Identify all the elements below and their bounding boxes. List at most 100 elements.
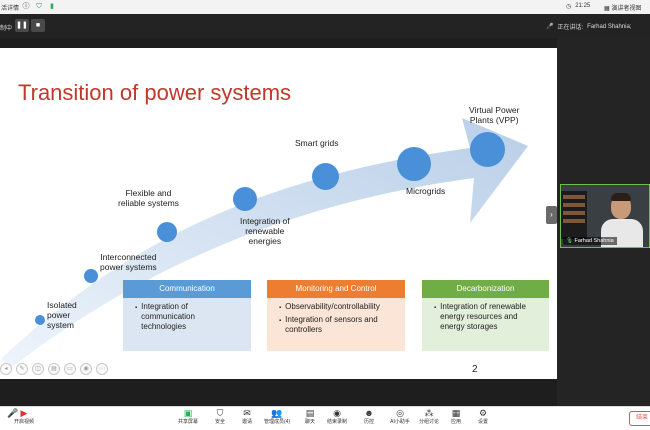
shape-tool-icon[interactable]: ▭	[64, 363, 76, 375]
participant-figure-head	[611, 195, 631, 219]
box-decarbonization: Decarbonization ▪Integration of renewabl…	[422, 280, 549, 351]
stage-label-smart-grids: Smart grids	[295, 138, 339, 148]
stop-icon: ■	[35, 22, 41, 29]
pen-tool-icon[interactable]: ✎	[16, 363, 28, 375]
toolbar-label: 邀请	[241, 419, 252, 425]
toolbar-invite[interactable]: ✉邀请	[234, 408, 260, 430]
end-meeting-button[interactable]: 结束	[629, 411, 650, 426]
toolbar-label: 管理成员(4)	[264, 419, 291, 425]
toolbar-share-screen[interactable]: ▣共享屏幕	[175, 408, 201, 430]
toolbar-stop-recording[interactable]: ◉结束录制	[324, 408, 350, 430]
meeting-time: 21:25	[575, 3, 591, 9]
participant-name-tag: 🎙 Farhad Shahnia	[563, 237, 617, 245]
toolbar-label: 聊天	[304, 419, 315, 425]
toolbar-manage-members[interactable]: 👥管理成员(4)	[264, 408, 290, 430]
toolbar-label: 共享屏幕	[177, 419, 198, 425]
info-icon[interactable]: ⓘ	[22, 3, 30, 10]
speaker-view-label: 演讲者视图	[611, 6, 642, 12]
shield-icon[interactable]: ⛉	[36, 3, 42, 10]
meeting-clock: ◷ 21:25	[566, 3, 590, 10]
slide-title: Transition of power systems	[18, 80, 292, 105]
toolbar-microphone[interactable]: 🎤	[0, 408, 26, 430]
microphone-icon: 🎤	[7, 408, 19, 418]
pause-recording-button[interactable]: ❚❚	[15, 19, 29, 32]
text-tool-icon[interactable]: ▤	[48, 363, 60, 375]
stage-dot-microgrids	[397, 147, 431, 181]
chat-icon: ▤	[305, 408, 315, 418]
toolbar-settings[interactable]: ⚙设置	[470, 408, 496, 430]
participant-name: Farhad Shahnia	[574, 238, 614, 244]
stop-recording-button[interactable]: ■	[31, 19, 45, 32]
toolbar-apps[interactable]: ▦应用	[443, 408, 469, 430]
eraser-tool-icon[interactable]: ◫	[32, 363, 44, 375]
toolbar-start-video[interactable]: ▶开启视频	[11, 408, 37, 430]
ai-assistant-icon: ◎	[396, 408, 404, 418]
box-decarbonization-header: Decarbonization	[422, 280, 549, 298]
box-communication-header: Communication	[123, 280, 251, 298]
participant-figure-hair	[611, 193, 631, 201]
pause-icon: ❚❚	[16, 22, 28, 29]
add-user-icon: ✉	[243, 408, 251, 418]
apps-icon: ▦	[451, 408, 461, 418]
box-monitoring-body: ▪Observability/controllability ▪Integrat…	[267, 298, 405, 351]
toolbar-label: 结束录制	[326, 419, 347, 425]
toolbar-monitor[interactable]: ☻历控	[356, 408, 382, 430]
microphone-icon: 🎙	[566, 238, 573, 244]
slide-annotation-tools: ◂ ✎ ◫ ▤ ▭ ◉ ⋯	[0, 363, 108, 375]
recording-status-label: 制中	[0, 26, 13, 32]
toolbar-label: 分组讨论	[418, 419, 439, 425]
toolbar-label: 安全	[214, 419, 225, 425]
more-tools-icon[interactable]: ⋯	[96, 363, 108, 375]
toolbar-ai-assistant[interactable]: ◎AI小助手	[387, 408, 413, 430]
speaker-name: Farhad Shahnia;	[587, 23, 632, 30]
toolbar-label: 设置	[477, 419, 488, 425]
speaker-view-toggle[interactable]: ▦ 演讲者视图	[604, 6, 642, 12]
pointer-tool-icon[interactable]: ◂	[0, 363, 12, 375]
breakout-icon: ⁂	[424, 408, 434, 418]
meeting-toolbar: 🎤 ▶开启视频 ▣共享屏幕 ⛉安全 ✉邀请 👥管理成员(4) ▤聊天 ◉结束录制…	[0, 406, 650, 430]
bullet-icon: ▪	[135, 305, 138, 311]
top-status-bar: 活详情 ⓘ ⛉ ▮ ◷ 21:25 ▦ 演讲者视图	[0, 0, 650, 14]
monitor-icon: ☻	[364, 408, 374, 418]
signal-icon[interactable]: ▮	[50, 3, 54, 10]
stage-label-microgrids: Microgrids	[406, 186, 446, 196]
stage-dot-isolated	[35, 315, 45, 325]
toolbar-chat[interactable]: ▤聊天	[297, 408, 323, 430]
camera-tool-icon[interactable]: ◉	[80, 363, 92, 375]
clock-icon: ◷	[566, 4, 572, 10]
users-icon: 👥	[271, 408, 283, 418]
transition-arrow	[2, 118, 528, 370]
box-monitoring-header: Monitoring and Control	[267, 280, 405, 298]
bullet-icon: ▪	[279, 318, 282, 324]
top-status-icons: ⓘ ⛉ ▮	[22, 2, 56, 11]
video-off-icon: ▶	[20, 408, 28, 418]
slide-page-number: 2	[472, 364, 478, 375]
toolbar-label: 应用	[450, 419, 461, 425]
share-screen-icon: ▣	[183, 408, 193, 418]
stage-dot-interconnected	[84, 269, 98, 283]
toolbar-label: AI小助手	[390, 419, 410, 425]
stage-dot-flexible	[157, 222, 177, 242]
box-monitoring: Monitoring and Control ▪Observability/co…	[267, 280, 405, 351]
stage-dot-smart-grids	[312, 163, 339, 190]
microphone-icon: 🎤	[546, 24, 554, 30]
collapse-panel-button[interactable]: ›	[546, 206, 557, 224]
meeting-details-link[interactable]: 活详情	[1, 6, 20, 12]
record-icon: ◉	[333, 408, 341, 418]
toolbar-breakout-rooms[interactable]: ⁂分组讨论	[416, 408, 442, 430]
speaking-indicator: 🎤 正在讲话: Farhad Shahnia;	[546, 22, 632, 32]
participant-video-tile[interactable]: 🎙 Farhad Shahnia	[560, 184, 650, 248]
recording-bar: 制中 ❚❚ ■ 🎤 正在讲话: Farhad Shahnia;	[0, 14, 650, 38]
toolbar-security[interactable]: ⛉安全	[207, 408, 233, 430]
stage-dot-vpp	[470, 132, 505, 167]
